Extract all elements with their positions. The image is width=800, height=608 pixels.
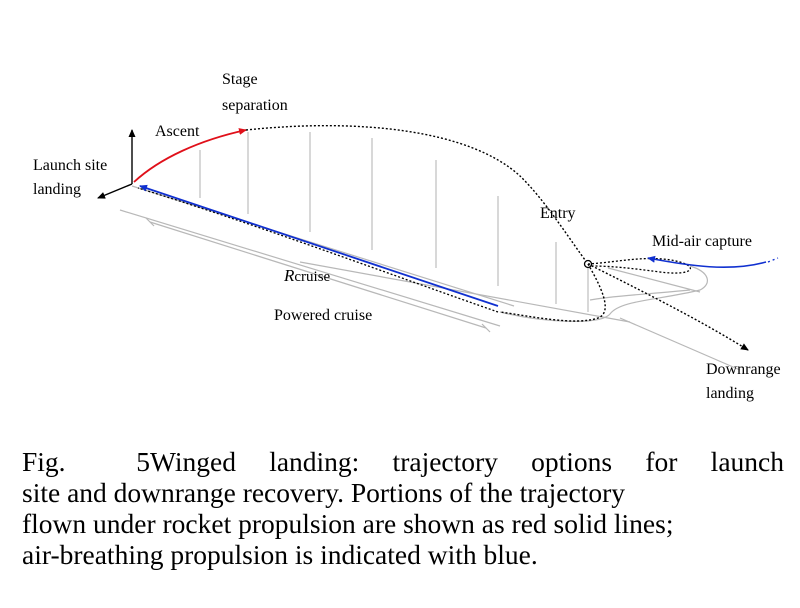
ascent-path — [133, 128, 247, 183]
coast-path — [245, 124, 589, 265]
launch-axes — [97, 129, 136, 199]
powered-cruise-path — [139, 184, 499, 307]
caption-line-3: flown under rocket propulsion are shown … — [22, 508, 674, 539]
mid-air-capture-loop — [587, 257, 692, 274]
ground-projection — [119, 185, 741, 371]
r-cruise-dimension — [145, 217, 491, 333]
downrange-path — [587, 263, 749, 351]
launch-site-label-2: landing — [33, 181, 81, 198]
downrange-label-2: landing — [706, 385, 754, 402]
r-cruise-main: R — [283, 266, 295, 285]
ascent-label: Ascent — [155, 123, 200, 140]
figure-caption: Fig. 5Winged landing: trajectory options… — [22, 446, 784, 570]
turnaround-loop — [499, 263, 606, 322]
trajectory-diagram: Stage separation Ascent Launch site land… — [33, 71, 781, 402]
mid-air-capture-label: Mid-air capture — [652, 233, 752, 250]
caption-line-2: site and downrange recovery. Portions of… — [22, 477, 626, 508]
launch-site-label: Launch site — [33, 157, 107, 174]
ground-track-far — [131, 185, 515, 307]
r-cruise-subscript: cruise — [294, 269, 330, 285]
mid-air-capture-path — [647, 255, 767, 269]
downrange-label: Downrange — [706, 361, 781, 378]
caption-line-1-text: Winged landing: trajectory options for l… — [150, 446, 784, 477]
ground-downrange — [619, 317, 741, 371]
return-glide-path — [137, 187, 499, 313]
stage-separation-label-2: separation — [222, 97, 288, 114]
r-cruise-label: Rcruise — [283, 266, 331, 285]
entry-label: Entry — [540, 205, 576, 222]
caption-line-4: air-breathing propulsion is indicated wi… — [22, 539, 538, 570]
stage-separation-label: Stage — [222, 71, 258, 88]
powered-cruise-label: Powered cruise — [274, 307, 372, 324]
mid-air-capture-tail — [767, 257, 779, 263]
caption-line-1: Fig. 5Winged landing: trajectory options… — [22, 446, 784, 477]
ground-track-outer — [299, 261, 631, 323]
ground-track-near — [119, 209, 501, 327]
ground-loop-inner — [589, 289, 691, 301]
figure-number: Fig. 5 — [22, 446, 150, 477]
vertical-projection-lines — [199, 132, 589, 312]
ground-extra — [607, 267, 701, 293]
